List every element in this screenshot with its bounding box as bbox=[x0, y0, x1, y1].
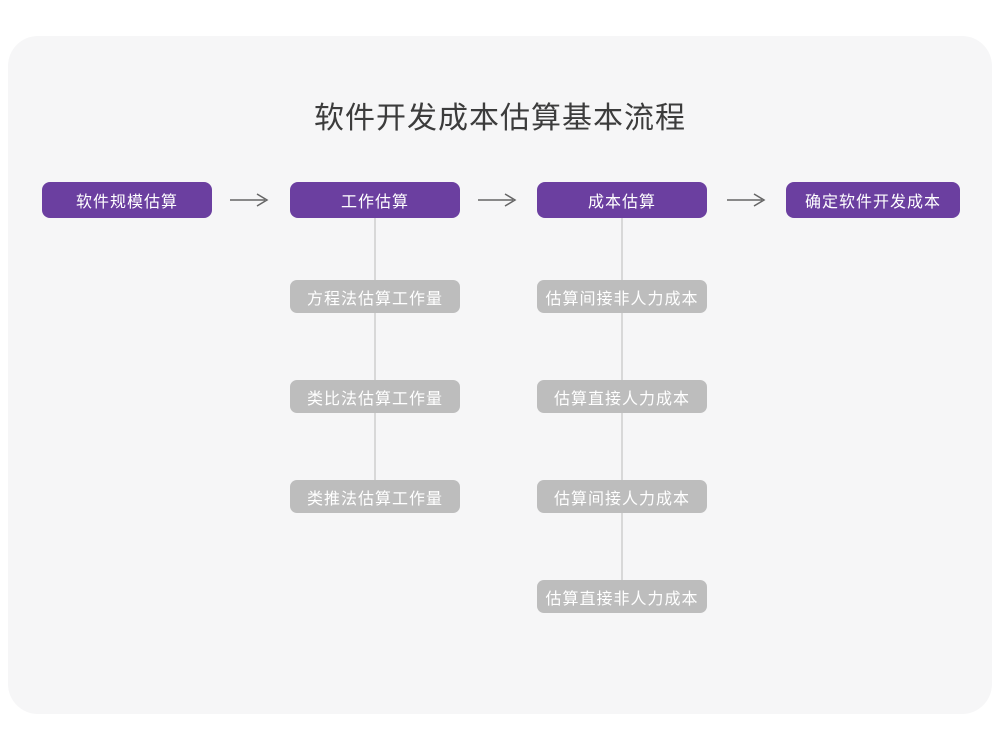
node-direct-non-labor-cost: 估算直接非人力成本 bbox=[537, 580, 707, 613]
right-arrow-icon bbox=[477, 192, 517, 208]
node-equation-method: 方程法估算工作量 bbox=[290, 280, 460, 313]
right-arrow-icon bbox=[229, 192, 269, 208]
page-title: 软件开发成本估算基本流程 bbox=[314, 102, 686, 135]
node-determine-development-cost: 确定软件开发成本 bbox=[786, 182, 960, 218]
connector-line-work-column bbox=[374, 218, 376, 483]
node-cost-estimation: 成本估算 bbox=[537, 182, 707, 218]
node-direct-labor-cost: 估算直接人力成本 bbox=[537, 380, 707, 413]
node-analogy-method: 类比法估算工作量 bbox=[290, 380, 460, 413]
node-indirect-non-labor-cost: 估算间接非人力成本 bbox=[537, 280, 707, 313]
flowchart-canvas bbox=[8, 36, 992, 714]
node-extrapolation-method: 类推法估算工作量 bbox=[290, 480, 460, 513]
node-indirect-labor-cost: 估算间接人力成本 bbox=[537, 480, 707, 513]
node-work-estimation: 工作估算 bbox=[290, 182, 460, 218]
node-software-scale-estimation: 软件规模估算 bbox=[42, 182, 212, 218]
right-arrow-icon bbox=[726, 192, 766, 208]
